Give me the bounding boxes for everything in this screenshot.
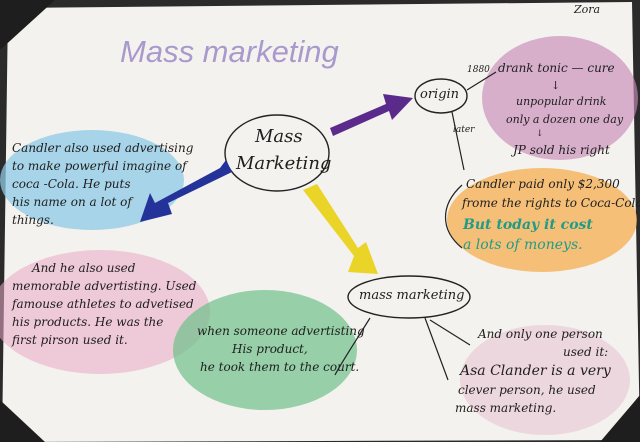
candler-paid-line-1: Candler paid only $2,300	[466, 177, 620, 191]
candler-paid-line-2: frome the rights to Coca-Cola	[462, 196, 640, 210]
clever-note-line-4: clever person, he used	[458, 383, 596, 397]
athletes-note-line-5: first pirson used it.	[12, 333, 128, 347]
court-note-line-2: His product,	[232, 342, 308, 356]
arrow-yellow	[303, 184, 378, 274]
origin-story-line-1: drank tonic — cure	[498, 61, 615, 75]
athletes-note-line-4: his products. He was the	[12, 315, 164, 329]
origin-story-line-2: unpopular drink	[516, 95, 607, 108]
but-today-line-2: a lots of moneys.	[463, 237, 583, 253]
origin-node-outline	[414, 78, 468, 114]
origin-story-line-4: JP sold his right	[513, 143, 610, 157]
origin-story-arrow-2: ↓	[536, 129, 544, 139]
arrow-blue	[140, 160, 232, 222]
author-name: Zora	[574, 3, 601, 16]
clever-note-line-5: mass marketing.	[455, 401, 557, 415]
origin-story-line-3: only a dozen one day	[506, 113, 624, 126]
connector-mass-to-court	[334, 317, 371, 376]
clever-note-line-3: Asa Clander is a very	[460, 363, 611, 379]
blob-orange	[447, 168, 637, 272]
edge-label-later: later	[453, 125, 475, 135]
advertising-note-line-3: coca -Cola. He puts	[12, 177, 131, 191]
corner-shadow-bottom-right	[600, 395, 640, 442]
advertising-note-line-4: his name on a lot of	[12, 195, 132, 209]
blob-purple	[482, 36, 638, 160]
athletes-note-line-2: memorable advertisting. Used	[12, 279, 197, 293]
mass-marketing-node-label: mass marketing	[359, 288, 465, 303]
connector-mass-to-clever	[424, 317, 471, 381]
clever-note-line-1: And only one person	[478, 327, 603, 341]
blob-blue	[0, 130, 184, 230]
blob-pink-right	[460, 325, 630, 435]
connector-origin-to-story	[466, 71, 497, 91]
advertising-note-line-5: things.	[12, 213, 54, 227]
origin-story-arrow-1: ↓	[551, 79, 561, 92]
origin-node-label: origin	[420, 87, 460, 102]
but-today-line-1: But today it cost	[463, 217, 593, 233]
athletes-note-line-3: famouse athletes to advetised	[12, 297, 194, 311]
poster-title: Mass marketing	[120, 34, 339, 69]
mass-marketing-node-outline	[347, 275, 471, 319]
court-note-line-3: he took them to the court.	[200, 360, 360, 374]
edge-label-1880: 1880	[467, 65, 490, 75]
center-node-line-2: Marketing	[236, 153, 332, 174]
connector-candler-bracket	[444, 184, 463, 249]
connector-origin-to-candler	[451, 111, 465, 171]
athletes-note-line-1: And he also used	[32, 261, 136, 275]
corner-shadow-bottom-left	[0, 400, 45, 442]
court-note-line-1: when someone advertisting	[197, 324, 365, 338]
blob-green	[173, 290, 357, 410]
advertising-note-line-2: to make powerful imagine of	[12, 159, 187, 173]
center-node-outline	[224, 114, 330, 192]
corner-shadow-top-left	[0, 0, 55, 50]
arrow-purple	[330, 94, 413, 136]
center-node-line-1: Mass	[255, 126, 303, 147]
advertising-note-line-1: Candler also used advertising	[12, 141, 194, 155]
blob-pink	[0, 250, 210, 374]
clever-note-line-2: used it:	[563, 345, 609, 359]
